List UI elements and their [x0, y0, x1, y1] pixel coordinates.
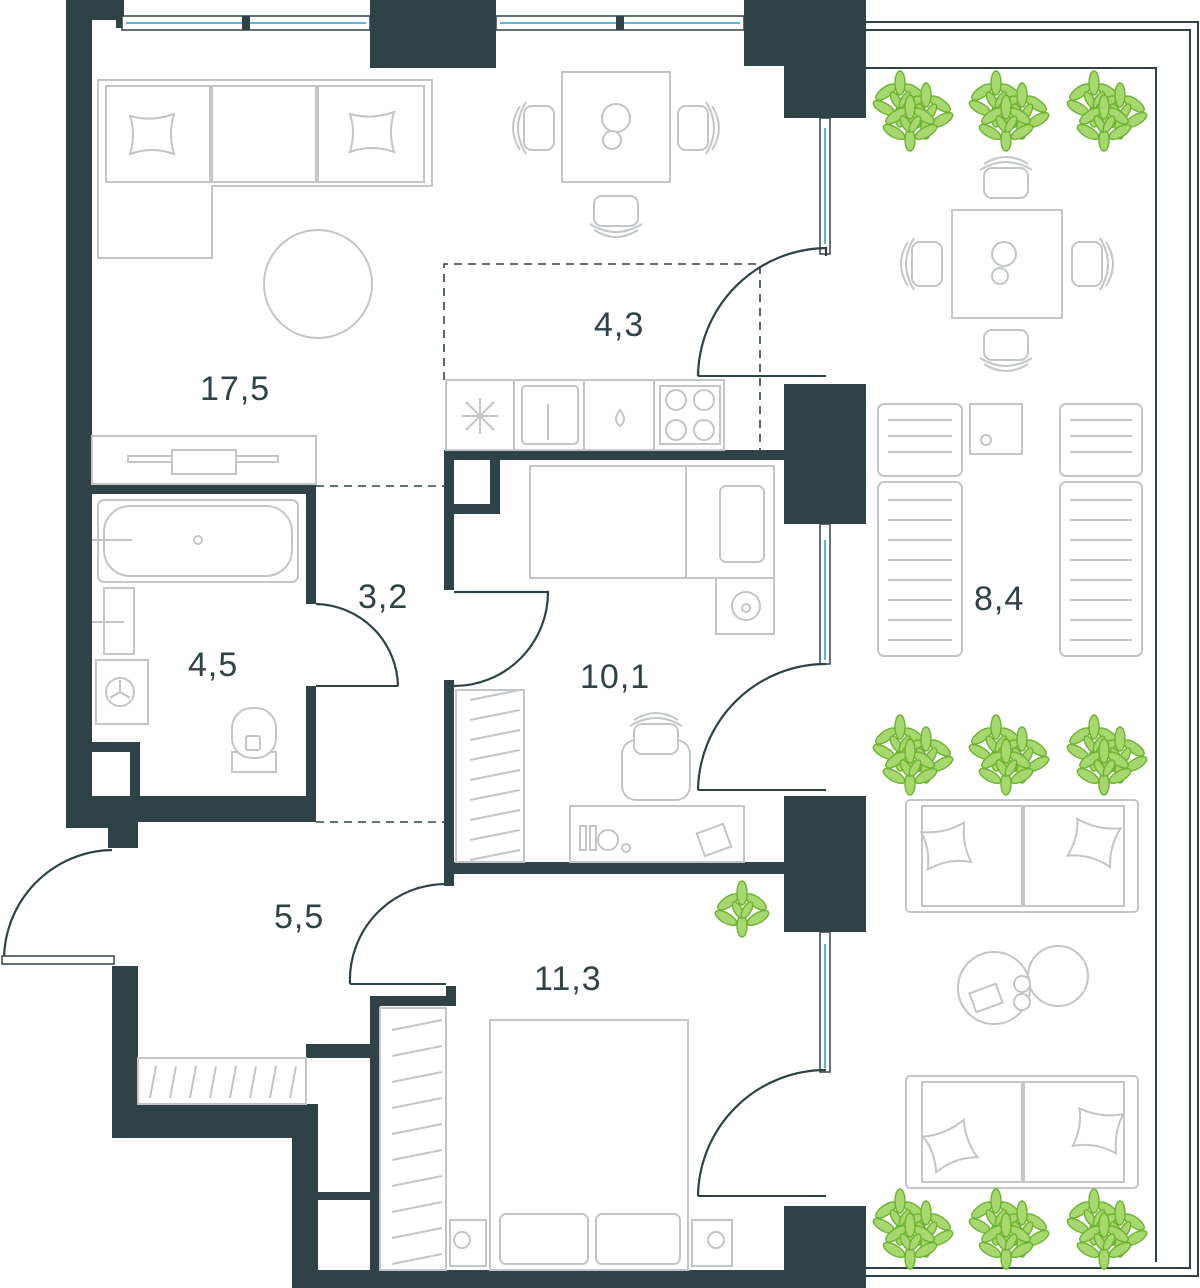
bathroom-fixtures: [92, 499, 299, 773]
living-sofa: [97, 79, 433, 339]
windows: [121, 15, 831, 1073]
double-bed: [449, 1019, 733, 1271]
sun-loungers: [877, 403, 1143, 657]
desk: [569, 712, 745, 863]
doors: [1, 246, 828, 1197]
terrace-sofa-2: [905, 1075, 1139, 1189]
area-label-corridor: 3,2: [358, 578, 408, 616]
terrace-dining: [900, 156, 1114, 372]
wardrobe-1: [455, 689, 525, 863]
area-label-living: 17,5: [200, 370, 270, 408]
hall-wardrobe: [137, 1057, 307, 1105]
terrace-outline: [866, 21, 1199, 1277]
area-labels: 17,5 4,3 4,5 3,2 10,1 5,5 11,3 8,4: [188, 306, 1024, 998]
area-label-bedroom-main: 11,3: [534, 960, 602, 998]
wardrobe-2: [379, 1007, 447, 1271]
walls: [66, 0, 866, 1288]
kitchen-counter: [445, 379, 725, 451]
zone-lines: [316, 263, 761, 823]
dining-set: [512, 71, 720, 238]
single-bed: [529, 465, 775, 635]
area-label-bathroom: 4,5: [188, 646, 238, 684]
area-label-bedroom-small: 10,1: [580, 658, 650, 696]
area-label-hall: 5,5: [274, 898, 324, 936]
terrace-sofa-1: [905, 799, 1139, 913]
terrace-tables: [957, 945, 1089, 1025]
area-label-terrace: 8,4: [974, 580, 1024, 618]
area-label-kitchen: 4,3: [594, 306, 644, 344]
tv-unit: [91, 435, 317, 485]
